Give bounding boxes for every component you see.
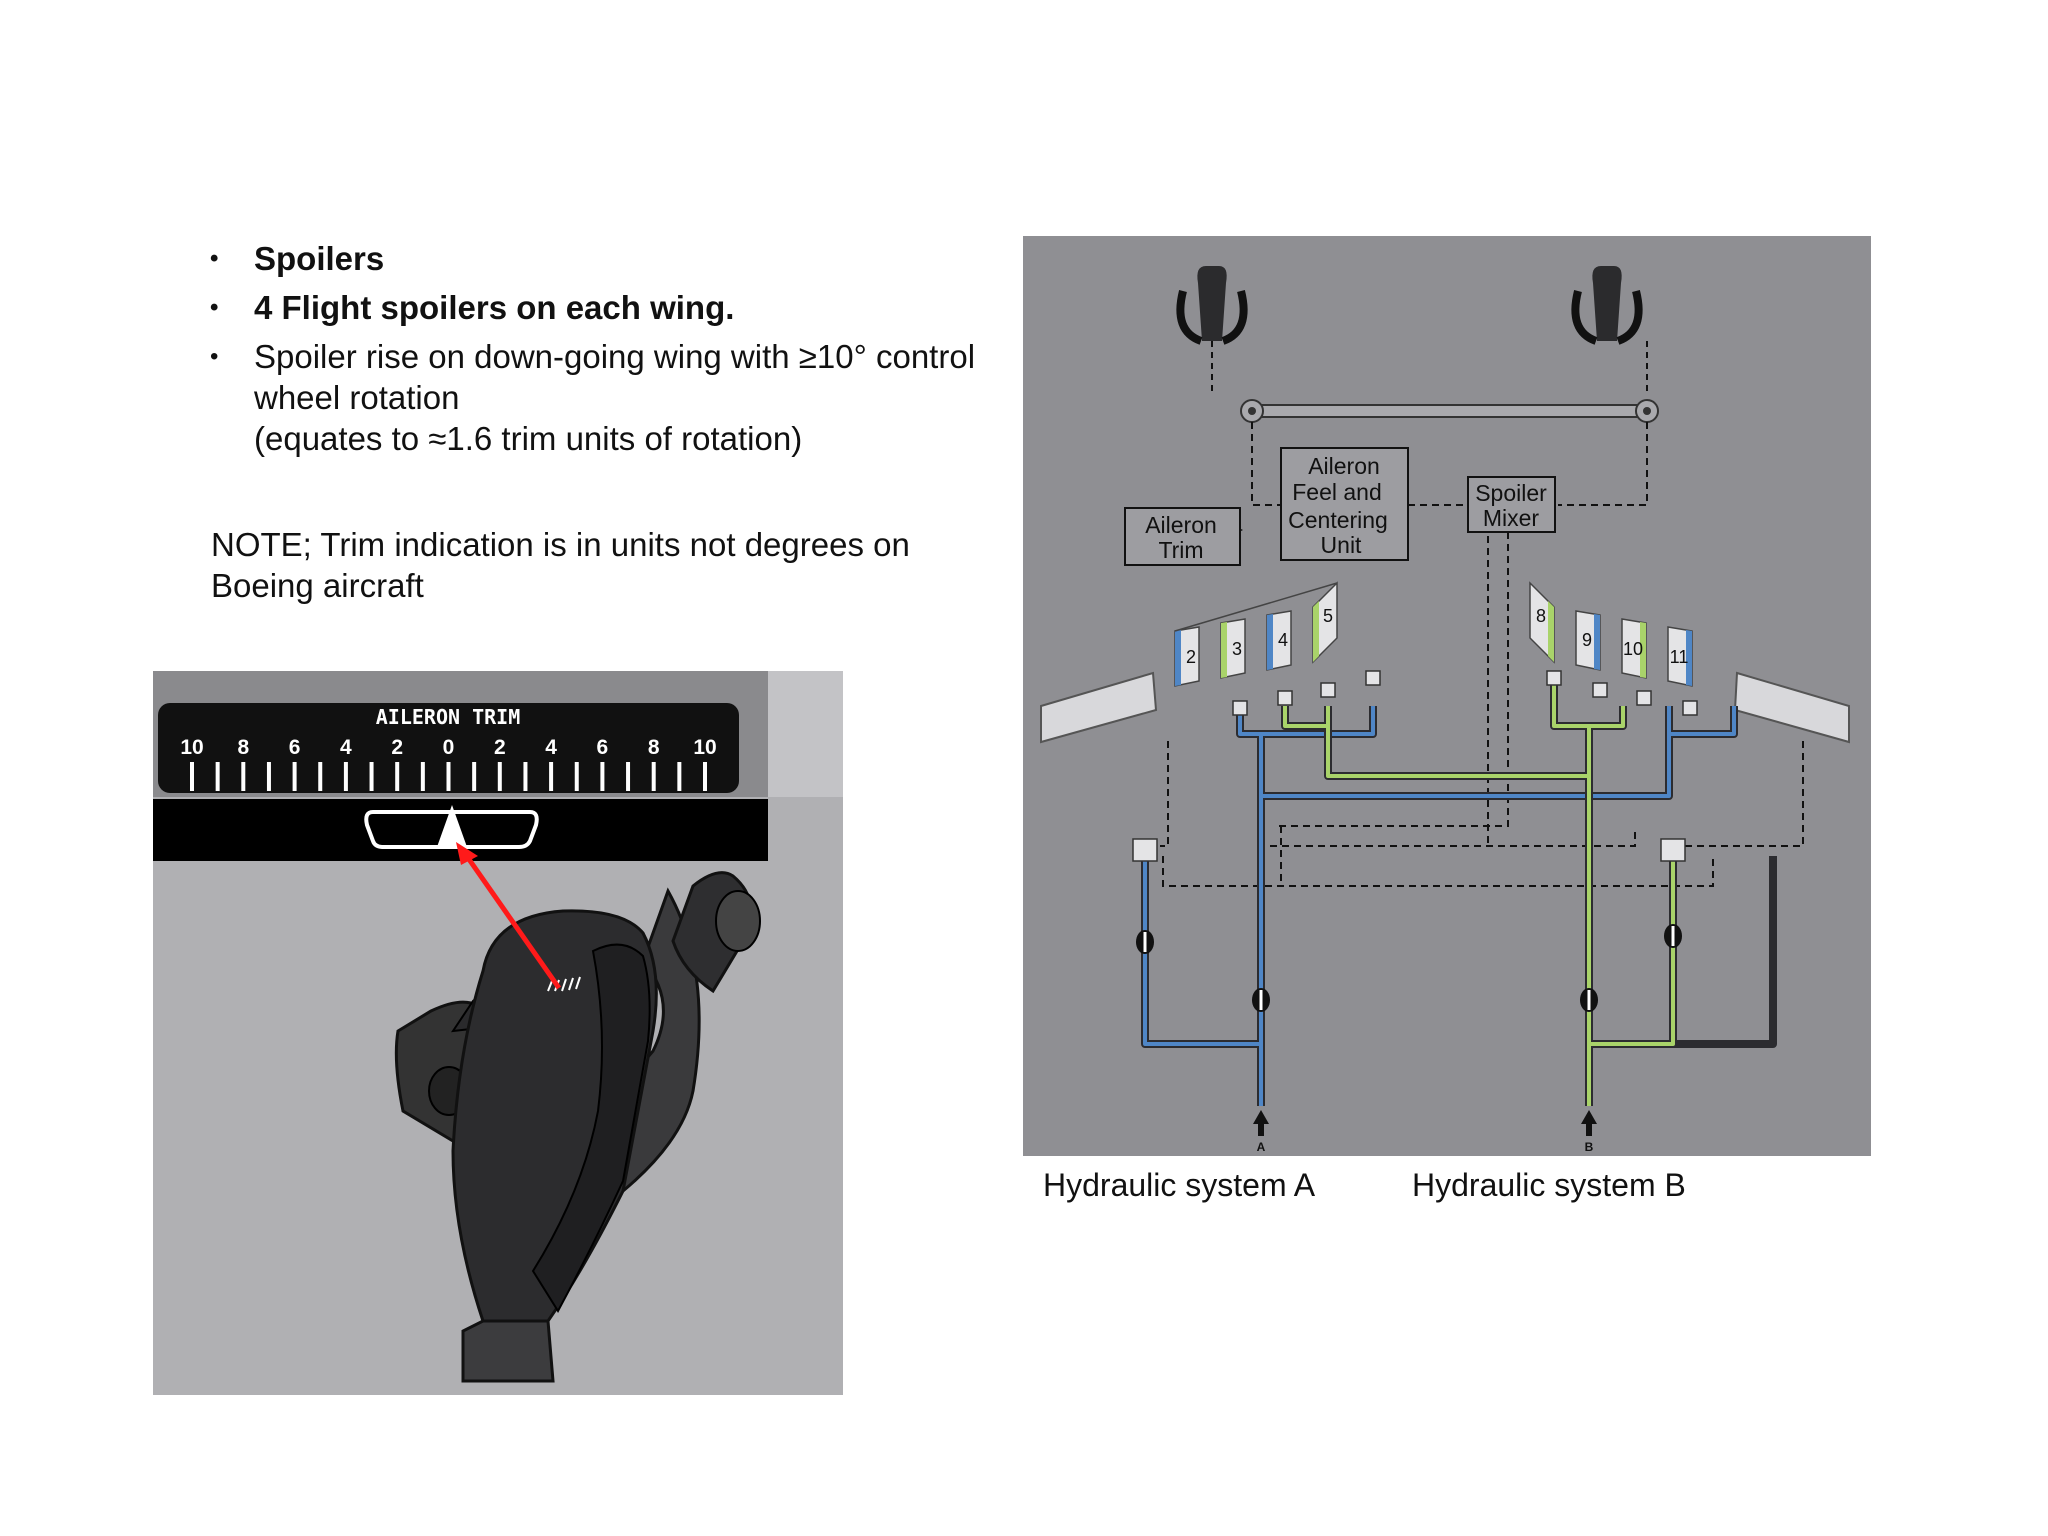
hydraulic-lines-system-a	[1141, 706, 1777, 1106]
bullet-line: wheel rotation	[254, 379, 460, 416]
hydraulic-lines-system-b	[1281, 676, 1677, 1106]
bullet-flight-spoilers: 4 Flight spoilers on each wing.	[210, 287, 1030, 328]
bullet-spoiler-rise: Spoiler rise on down-going wing with ≥10…	[210, 336, 1030, 459]
right-control-wheel-icon	[1571, 266, 1648, 396]
spoiler-number: 9	[1582, 630, 1592, 650]
feel-unit-line: Feel and	[1292, 479, 1382, 505]
left-aileron	[1040, 671, 1158, 744]
trim-scale-number: 4	[340, 736, 352, 759]
trim-scale-number: 6	[597, 736, 609, 759]
trim-scale-ticks	[190, 762, 707, 791]
spoiler-number: 4	[1278, 630, 1288, 650]
hydraulic-system-b-label: Hydraulic system B	[1412, 1167, 1686, 1203]
right-spoiler-panels: 8 9 10 11	[1529, 581, 1693, 687]
trim-arrow	[463, 853, 562, 990]
aileron-trim-illustration: AILERON TRIM 10 8 6 4 2 0 2 4 6 8 10	[153, 671, 843, 1395]
trim-scale-number: 10	[180, 736, 203, 759]
schematic-background	[1023, 236, 1871, 1156]
spoiler-schematic: Aileron Feel and Centering Unit Aileron …	[1023, 236, 1871, 1218]
trim-scale-numbers: 10 8 6 4 2 0 2 4 6 8 10	[180, 736, 716, 759]
trim-pointer	[437, 805, 467, 847]
spoiler-number: 5	[1323, 606, 1333, 626]
spoiler-number: 10	[1623, 639, 1643, 659]
spoiler-mixer-line: Mixer	[1483, 505, 1540, 531]
bullet-line: Spoiler rise on down-going wing with ≥10…	[254, 338, 976, 375]
aileron-trim-line: Trim	[1158, 537, 1203, 563]
spoiler-number: 8	[1536, 606, 1546, 626]
aileron-trim-line: Aileron	[1145, 512, 1217, 538]
spoiler-number: 11	[1670, 647, 1689, 667]
right-aileron	[1733, 671, 1850, 744]
note-line: NOTE; Trim indication is in units not de…	[211, 526, 910, 563]
feel-unit-line: Aileron	[1308, 453, 1380, 479]
hydraulic-system-a-label: Hydraulic system A	[1043, 1167, 1316, 1203]
trim-scale-number: 8	[237, 736, 249, 759]
spoiler-number: 3	[1232, 639, 1242, 659]
trim-scale-number: 6	[289, 736, 301, 759]
feel-unit-line: Centering	[1288, 507, 1388, 533]
bullet-line: (equates to ≈1.6 trim units of rotation)	[254, 420, 803, 457]
spoiler-mixer-line: Spoiler	[1475, 480, 1547, 506]
trim-pointer-window	[364, 810, 539, 849]
trim-arrow-head	[456, 842, 478, 865]
trim-scale-number: 4	[545, 736, 557, 759]
trim-scale-number: 2	[494, 736, 506, 759]
bullet-spoilers: Spoilers	[210, 238, 1030, 279]
trim-scale-number: 2	[391, 736, 403, 759]
check-valves	[1136, 924, 1682, 1012]
note-line: Boeing aircraft	[211, 567, 424, 604]
trim-scale-number: 8	[648, 736, 660, 759]
left-spoiler-panels: 2 3 4 5	[1174, 581, 1338, 687]
bullet-list: Spoilers 4 Flight spoilers on each wing.…	[210, 238, 1030, 467]
spoiler-number: 2	[1186, 647, 1196, 667]
spoiler-actuators	[1132, 670, 1698, 862]
trim-title: AILERON TRIM	[376, 705, 521, 729]
feel-unit-line: Unit	[1321, 532, 1363, 558]
system-a-letter: A	[1257, 1140, 1266, 1154]
system-b-letter: B	[1585, 1140, 1594, 1154]
trim-scale-number: 10	[693, 736, 716, 759]
supply-arrows	[1253, 1110, 1597, 1136]
left-control-wheel-icon	[1176, 266, 1248, 396]
note-text: NOTE; Trim indication is in units not de…	[211, 524, 991, 606]
control-wheel	[394, 871, 761, 1383]
trim-scale-number: 0	[443, 736, 455, 759]
trim-scale-panel	[158, 703, 739, 793]
